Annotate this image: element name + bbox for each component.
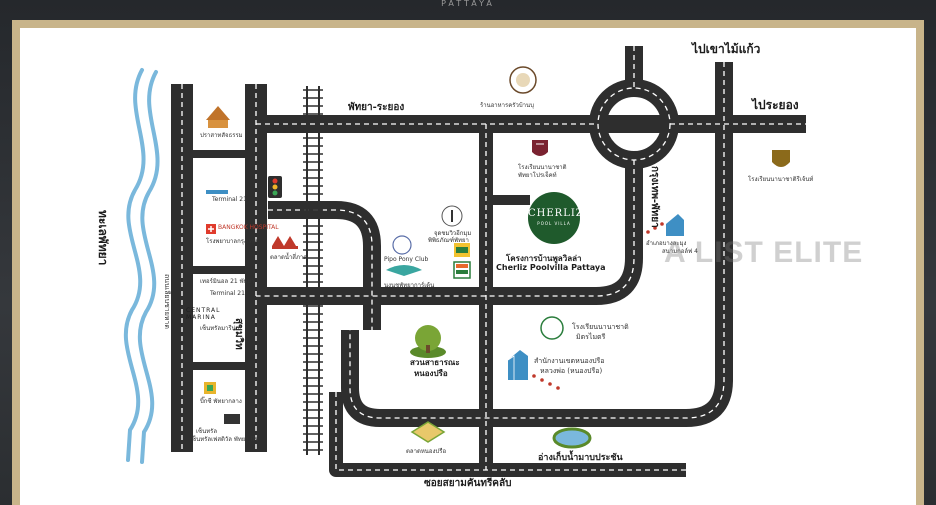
- label-restaurant: ร้านอาหารครัวบ้านบุ: [480, 102, 534, 109]
- label-big-c: บิ๊กซี พัทยากลาง: [200, 398, 242, 405]
- hospital-2-icon: [666, 214, 684, 236]
- label-terminal21-th: เทอร์มินอล 21 พัทยา: [200, 278, 255, 285]
- label-bangkok-pattaya: กรุงเทพ-พัทยา: [649, 166, 660, 228]
- project-logo[interactable]: CHERLIZ POOL VILLA: [528, 192, 584, 244]
- reservoir-icon: [552, 427, 592, 449]
- sanctuary-icon: [206, 106, 230, 128]
- label-pipo-pony: Pipo Pony Club: [384, 256, 429, 263]
- seven-eleven-icon: [453, 261, 471, 279]
- school-shield-icon: [532, 140, 548, 156]
- label-central-marina-2: MARINA: [186, 314, 216, 321]
- pipo-pony-icon: [392, 235, 412, 255]
- label-beach-road: ถนนเลียบชายหาด: [163, 274, 171, 329]
- restaurant-icon: [509, 66, 537, 94]
- label-intl-school: โรงเรียนนานาชาติ: [518, 164, 567, 171]
- label-intl-school-2: พัทยาโปรเจ็คท์: [518, 172, 557, 179]
- brand-text: PATTAYA: [441, 0, 495, 8]
- label-soi-siam: ซอยสยามคันทรีคลับ: [424, 478, 512, 489]
- label-district-office-2: หลวงพ่อ (หนองปรือ): [540, 367, 603, 375]
- label-nongprue-market: ตลาดหนองปรือ: [406, 448, 447, 455]
- road-inner-curve: [268, 201, 381, 330]
- label-central-festival: เซ็นทรัล: [196, 428, 218, 435]
- label-bangkok-hospital-th: โรงพยาบาลกรุงเทพ: [206, 238, 257, 245]
- label-public-park-2: หนองปรือ: [414, 369, 448, 378]
- label-central-festival-th: เซ็นทรัลเฟสติวัล พัทยา บีช: [190, 436, 259, 443]
- road-dashes: [181, 46, 806, 471]
- wave-1: [123, 68, 146, 462]
- label-terminal21-th2: Terminal 21: [210, 290, 245, 297]
- label-museum-2: พิพิธภัณฑ์พัทยา: [428, 237, 469, 244]
- hospital-icon: [206, 224, 216, 234]
- label-pattaya-sea: ทะเลพัทยา: [96, 210, 110, 266]
- label-water-park: นงนุชพัทยาการ์เด้น: [384, 282, 435, 289]
- route-dots: [532, 374, 560, 390]
- label-bangkok-hospital: BANGKOK HOSPITAL: [218, 224, 279, 231]
- route-dots-2: [646, 222, 664, 234]
- project-logo-text: CHERLIZ: [528, 208, 584, 219]
- wave-2: [137, 70, 160, 464]
- label-sanctuary: ปราสาทสัจธรรม: [200, 132, 243, 139]
- regents-icon: [772, 150, 790, 167]
- market-icon: [410, 421, 446, 443]
- water-park-icon: [386, 265, 422, 276]
- label-to-rayong: ไประยอง: [752, 98, 799, 112]
- label-bang-lamung: อำเภอบางละมุง: [646, 240, 687, 247]
- central-festival-icon: [224, 414, 240, 424]
- label-floating-market: ตลาดน้ำสี่ภาค: [270, 254, 308, 261]
- floating-market-icon: [272, 236, 298, 249]
- project-name-en: Cherliz Poolvilla Pattaya: [496, 263, 606, 272]
- label-public-park: สวนสาธารณะ: [410, 358, 460, 367]
- label-mitr-school: โรงเรียนนานาชาติ: [572, 323, 629, 331]
- label-museum: จุดชมวิวอีกมุม: [434, 230, 472, 237]
- label-regents: โรงเรียนนานาชาติรีเจ้นท์: [748, 176, 814, 183]
- museum-icon: [441, 205, 463, 227]
- terminal21-icon: [206, 190, 228, 194]
- shop-icon: [454, 243, 470, 257]
- label-reservoir: อ่างเก็บน้ำมาบประชัน: [538, 453, 623, 463]
- label-golf: สนามกอล์ฟ 4: [662, 248, 698, 255]
- park-icon: [410, 325, 446, 358]
- bigc-icon: [204, 382, 216, 394]
- road-soi-siam: [329, 392, 686, 477]
- building-icon: [507, 350, 528, 380]
- label-district-office: สำนักงานเขตหนองปรือ: [534, 357, 605, 365]
- project-logo-sub: POOL VILLA: [537, 221, 571, 226]
- traffic-light-icon: [268, 176, 282, 198]
- label-pattaya-rayong: พัทยา-ระยอง: [348, 102, 405, 113]
- label-central-marina-1: CENTRAL: [186, 307, 221, 314]
- railway: [303, 86, 323, 455]
- label-terminal21: Terminal 21: [212, 196, 247, 203]
- watermark: A LIST ELITE: [664, 236, 864, 269]
- label-central-marina-th: เซ็นทรัลมารีน่า: [200, 325, 240, 332]
- sea-waves: [123, 68, 160, 464]
- label-mitr-school-2: มิตรไมตรี: [576, 333, 606, 341]
- project-name-th: โครงการบ้านพูลวิลล่า: [506, 254, 582, 263]
- mitr-school-icon: [540, 316, 564, 340]
- label-to-khao-mai-kaeo: ไปเขาไม้แก้ว: [692, 42, 761, 56]
